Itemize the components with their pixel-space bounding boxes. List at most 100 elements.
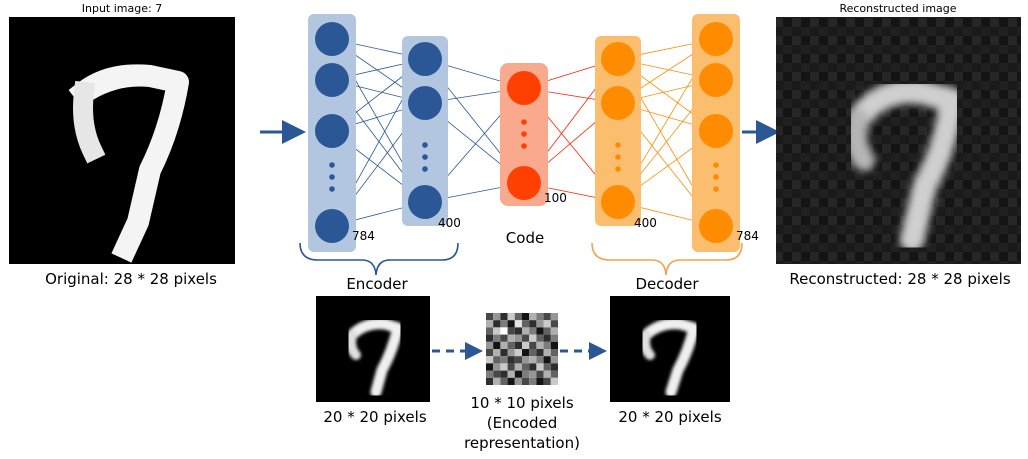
encoded-cell [529,349,537,357]
node-input-3 [315,209,349,243]
bottom-right-caption: 20 * 20 pixels [618,408,721,426]
encoded-cell [522,320,530,328]
encoded-cell [522,334,530,342]
encoded-cell [486,313,494,321]
node-input-0 [315,22,349,56]
encoded-cell [500,356,508,364]
encoded-cell [522,377,530,385]
bottom-left-caption: 20 * 20 pixels [323,408,426,426]
encoded-cell [514,363,522,371]
encoded-cell [514,334,522,342]
encoded-cell [507,327,515,335]
encoded-cell [536,341,544,349]
encoded-cell [536,327,544,335]
encoded-cell [507,370,515,378]
encoded-cell [529,377,537,385]
encoded-cell [550,356,558,364]
encoded-cell [536,349,544,357]
encoded-cell [500,313,508,321]
encoder-label: Encoder [346,275,408,293]
encoded-cell [486,341,494,349]
encoded-cell [529,320,537,328]
node-output-3 [699,209,733,243]
encoded-cell [536,320,544,328]
encoded-cell [493,327,501,335]
label-layer-code: 100 [544,191,567,205]
ellipsis-dot-encoder-hidden-2 [422,166,428,172]
encoded-cell [507,320,515,328]
ellipsis-dot-output-1 [713,174,719,180]
encoded-cell [507,313,515,321]
encoded-cell [543,341,551,349]
encoded-cell [514,320,522,328]
encoded-cell [500,341,508,349]
encoded-cell [522,349,530,357]
encoded-cell [543,356,551,364]
encoded-caption-line2: (Encoded [487,414,558,432]
output-caption: Reconstructed: 28 * 28 pixels [789,270,1010,288]
ellipsis-dot-output-2 [713,186,719,192]
encoded-cell [493,334,501,342]
encoded-cell [486,334,494,342]
encoded-cell [543,327,551,335]
encoded-cell [493,313,501,321]
encoded-cell [536,363,544,371]
node-code-1 [507,166,541,200]
encoded-cell [486,327,494,335]
encoded-cell [543,349,551,357]
encoded-cell [507,334,515,342]
output-image-title: Reconstructed image [839,2,956,15]
encoded-cell [507,349,515,357]
label-layer-400-decoder: 400 [634,216,657,230]
node-input-2 [315,114,349,148]
node-code-0 [507,71,541,105]
encoded-cell [514,377,522,385]
decoder-brace [591,242,743,276]
node-output-2 [699,114,733,148]
input-image [9,17,235,264]
encoded-cell [507,363,515,371]
node-output-0 [699,22,733,56]
encoded-cell [522,313,530,321]
encoded-cell [522,363,530,371]
encoded-cell [493,377,501,385]
encoded-cell [529,356,537,364]
ellipsis-dot-code-1 [521,131,527,137]
encoded-cell [514,370,522,378]
encoded-cell [550,313,558,321]
layer-400-decoder-bg [595,36,641,226]
input-caption: Original: 28 * 28 pixels [45,270,217,288]
encoded-cell [529,341,537,349]
encoded-cell [486,320,494,328]
encoded-cell [514,356,522,364]
encoded-cell [493,370,501,378]
node-decoder-hidden-2 [601,185,635,219]
encoded-cell [500,320,508,328]
encoded-representation-image [486,313,558,385]
encoded-cell [543,320,551,328]
encoded-cell [514,327,522,335]
encoded-cell [550,349,558,357]
encoded-cell [522,327,530,335]
encoded-cell [536,334,544,342]
encoded-cell [514,341,522,349]
encoded-cell [550,327,558,335]
encoded-cell [543,377,551,385]
encoded-cell [543,363,551,371]
encoded-cell [529,313,537,321]
node-decoder-hidden-0 [601,42,635,76]
encoded-cell [493,320,501,328]
encoded-cell [536,356,544,364]
code-label: Code [506,229,544,247]
encoded-cell [536,313,544,321]
ellipsis-dot-decoder-hidden-1 [615,154,621,160]
network-nodes [315,22,733,243]
encoded-cell [493,349,501,357]
encoded-caption-line1: 10 * 10 pixels [470,394,573,412]
bottom-right-image [610,296,730,402]
encoded-cell [536,377,544,385]
decoder-label: Decoder [635,275,699,293]
encoded-cell [550,341,558,349]
encoded-cell [543,313,551,321]
node-encoder-hidden-0 [408,42,442,76]
